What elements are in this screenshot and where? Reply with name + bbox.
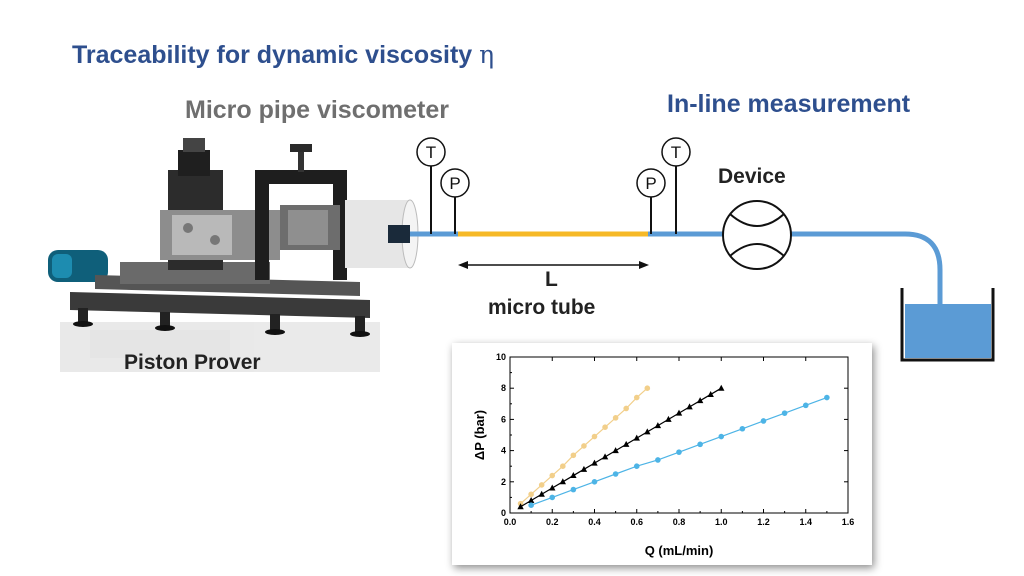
data-point [538, 490, 545, 497]
downstream-temperature-sensor: T [661, 137, 691, 234]
length-arrow [458, 261, 649, 269]
data-point [517, 503, 524, 510]
x-tick-label: 0.4 [588, 517, 601, 527]
data-point [644, 385, 651, 391]
x-tick-label: 0.2 [546, 517, 559, 527]
data-point [718, 384, 725, 391]
x-tick-label: 1.0 [715, 517, 728, 527]
data-point [696, 397, 704, 404]
device-label: Device [718, 165, 786, 188]
piston-prover-label: Piston Prover [124, 351, 261, 374]
eta-symbol: η [479, 40, 495, 69]
data-point [549, 484, 556, 491]
data-point [623, 405, 629, 412]
x-tick-label: 1.2 [757, 517, 770, 527]
plot-frame [509, 356, 849, 514]
data-point [612, 447, 619, 454]
apparatus-label: Micro pipe viscometer [185, 96, 449, 124]
data-point [612, 471, 619, 477]
x-tick-label: 1.6 [842, 517, 855, 527]
downstream-pressure-sensor: P [636, 168, 666, 234]
x-tick-label: 0.8 [673, 517, 686, 527]
data-point [580, 465, 588, 472]
data-point [633, 463, 640, 469]
data-point [581, 443, 587, 449]
data-point [665, 415, 672, 422]
data-point [602, 424, 608, 430]
data-point [655, 457, 661, 463]
data-point [559, 478, 567, 485]
x-axis-label: Q (mL/min) [645, 543, 714, 558]
data-point [654, 422, 662, 429]
data-point [697, 441, 703, 448]
data-point [622, 440, 630, 447]
micro-tube-label: micro tube [488, 296, 596, 319]
data-point [549, 494, 556, 501]
device-meter [722, 200, 792, 270]
data-point [633, 434, 640, 441]
data-point [570, 452, 577, 459]
y-tick-label: 10 [496, 352, 506, 362]
svg-text:P: P [645, 174, 656, 193]
machine-reflection [60, 322, 380, 372]
x-tick-label: 0.6 [630, 517, 643, 527]
data-point [675, 409, 683, 416]
piston-prover-machine [48, 138, 419, 337]
svg-text:T: T [426, 143, 436, 162]
y-tick-label: 2 [501, 477, 506, 487]
data-point [570, 472, 577, 479]
title-text: Traceability for dynamic viscosity [72, 41, 473, 69]
data-point [718, 433, 725, 440]
upstream-pressure-sensor: P [440, 168, 470, 234]
data-point [591, 479, 598, 485]
data-point [644, 428, 651, 435]
data-point [560, 463, 566, 469]
pressure-flow-chart: 0.0 0.2 0.4 0.6 0.8 1.0 1.2 1.4 1.6 0 2 4 6 8 10 Q (mL/… [472, 352, 855, 558]
data-point [676, 449, 682, 455]
data-point [549, 472, 556, 479]
y-axis-label: ΔP (bar) [472, 410, 487, 460]
data-point [781, 410, 788, 416]
outlet-pipe [648, 231, 943, 318]
data-point [739, 425, 746, 432]
x-tick-label: 0.0 [504, 517, 517, 527]
y-tick-label: 6 [501, 414, 506, 424]
data-point [633, 394, 640, 401]
x-tick-label: 1.4 [799, 517, 812, 527]
data-point [591, 459, 598, 466]
upstream-temperature-sensor: T [416, 137, 446, 234]
page-title: Traceability for dynamic viscosity η [72, 40, 494, 70]
pressure-flow-chart-card: 0.0 0.2 0.4 0.6 0.8 1.0 1.2 1.4 1.6 0 2 4 6 8 10 Q (mL/… [452, 343, 872, 565]
svg-text:T: T [671, 143, 681, 162]
data-point [538, 482, 545, 488]
y-tick-label: 4 [501, 446, 506, 456]
data-point [824, 394, 830, 401]
data-point [686, 403, 693, 410]
data-point [760, 418, 767, 424]
inline-measurement-label: In-line measurement [667, 90, 911, 118]
svg-text:P: P [449, 174, 460, 193]
data-point [570, 486, 577, 493]
y-tick-label: 8 [501, 383, 506, 393]
data-point [591, 433, 598, 440]
length-label: L [545, 268, 558, 291]
data-point [528, 491, 534, 498]
data-point [601, 453, 609, 460]
data-point [707, 390, 714, 397]
data-point [527, 497, 535, 504]
reservoir [900, 288, 995, 362]
y-tick-label: 0 [501, 508, 506, 518]
data-point [802, 402, 809, 409]
data-point [612, 415, 619, 421]
data-point [528, 502, 534, 508]
